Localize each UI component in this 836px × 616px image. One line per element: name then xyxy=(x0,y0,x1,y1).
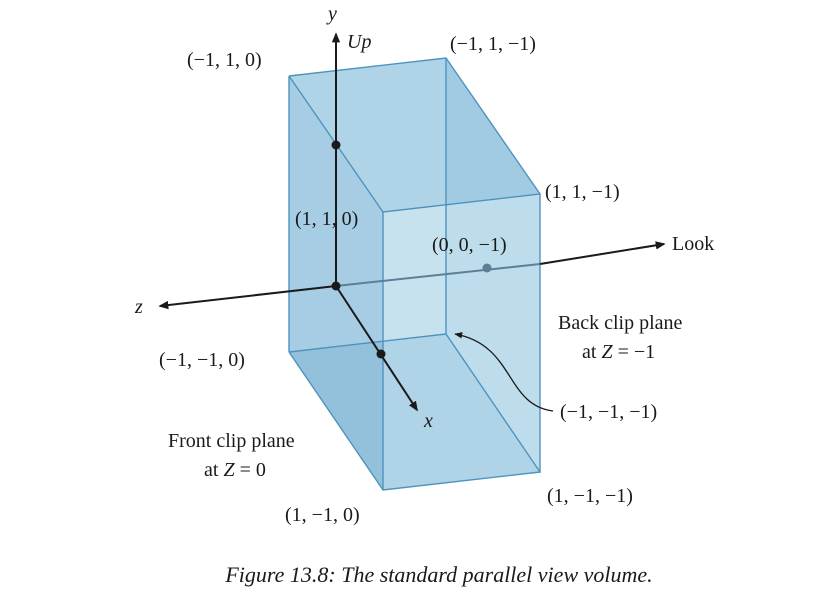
x-axis-point xyxy=(376,349,386,359)
vertex-label-1-1-m1: (1, 1, −1) xyxy=(545,181,620,203)
figure-caption: Figure 13.8: The standard parallel view … xyxy=(224,562,652,587)
look-axis xyxy=(539,241,666,265)
x-axis xyxy=(335,285,418,412)
back-clip-plane-z: at Z = −1 xyxy=(582,341,655,363)
x-axis-label: x xyxy=(423,410,433,432)
back-clip-plane-label: Back clip plane xyxy=(558,312,683,334)
back-corner-pointer xyxy=(454,332,554,412)
vertex-label-m1-m1-0: (−1, −1, 0) xyxy=(159,349,245,371)
up-axis-point xyxy=(331,140,341,150)
z-axis-label: z xyxy=(134,296,143,318)
vertex-label-1-1-0: (1, 1, 0) xyxy=(295,208,358,230)
look-center-point xyxy=(482,263,492,273)
up-axis-label: Up xyxy=(347,31,371,53)
look-axis-label: Look xyxy=(672,233,714,255)
axes xyxy=(158,32,666,412)
vertex-label-m1-m1-m1: (−1, −1, −1) xyxy=(560,401,657,423)
vertex-label-1-m1-m1: (1, −1, −1) xyxy=(547,485,633,507)
z-axis xyxy=(158,285,337,310)
front-clip-plane-label: Front clip plane xyxy=(168,430,295,452)
box-edges xyxy=(288,57,542,491)
vertex-label-m1-1-m1: (−1, 1, −1) xyxy=(450,33,536,55)
front-clip-plane-z: at Z = 0 xyxy=(204,459,266,481)
look-axis-hidden-segment xyxy=(335,263,541,287)
view-volume-box xyxy=(288,57,542,491)
vertex-label-m1-1-0: (−1, 1, 0) xyxy=(187,49,262,71)
y-axis-label: y xyxy=(326,3,337,25)
origin-point xyxy=(331,281,341,291)
vertex-label-1-m1-0: (1, −1, 0) xyxy=(285,504,360,526)
vertex-label-0-0-m1: (0, 0, −1) xyxy=(432,234,507,256)
